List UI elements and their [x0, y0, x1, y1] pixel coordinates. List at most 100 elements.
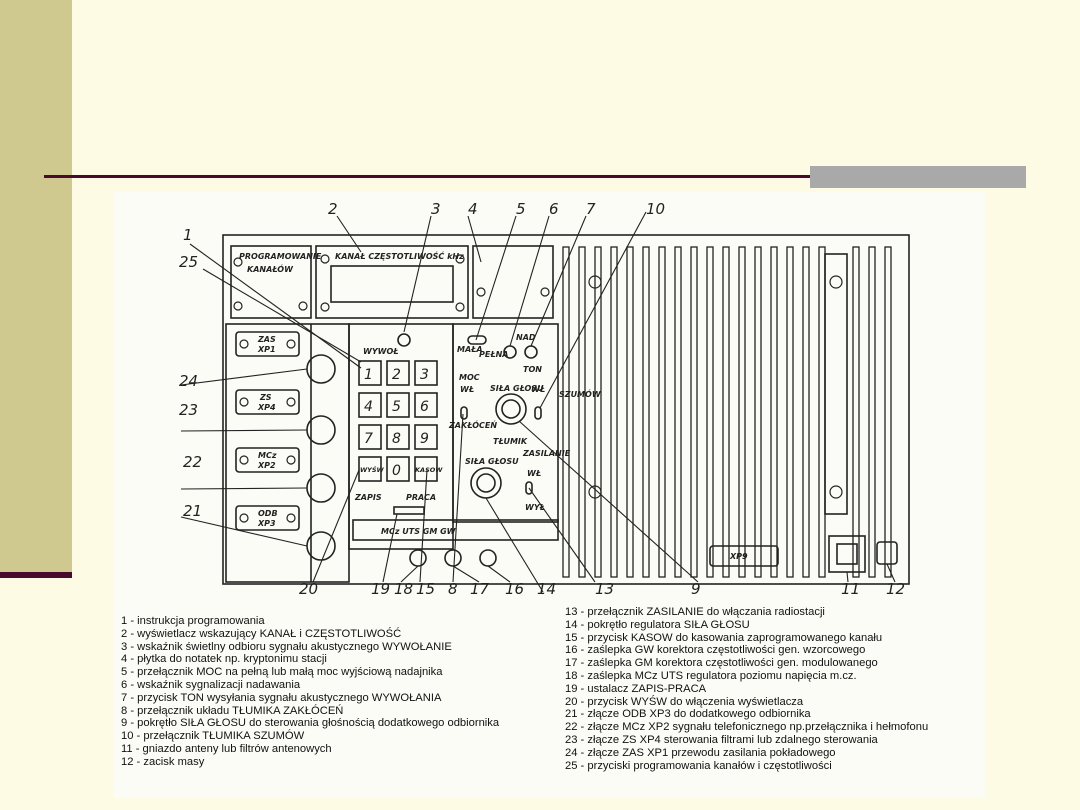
legend-item: 7 - przycisk TON wysyłania sygnału akust…: [121, 691, 442, 704]
label-xp2: XP2: [257, 461, 276, 470]
label-xp1: XP1: [257, 345, 276, 354]
label-sila-glosu-upper: SIŁA GŁOSU: [490, 384, 544, 393]
legend-item: 2 - wyświetlacz wskazujący KANAŁ i CZĘST…: [121, 627, 402, 640]
legend-item: 25 - przyciski programowania kanałów i c…: [565, 759, 832, 772]
legend-item: 13 - przełącznik ZASILANIE do włączania …: [565, 606, 825, 618]
callout-number: 12: [886, 580, 905, 598]
label-tlumik: TŁUMIK: [493, 437, 528, 446]
keypad-key: 9: [420, 431, 429, 447]
label-xp3: XP3: [257, 519, 276, 528]
panel-outline: [222, 234, 910, 585]
callout-number: 20: [299, 580, 318, 598]
legend-item: 18 - zaślepka MCz UTS regulatora poziomu…: [565, 669, 857, 682]
callout-number: 1: [183, 226, 193, 244]
label-wl-zasilanie: WŁ: [527, 469, 541, 478]
label-mcz: MCz: [258, 451, 277, 460]
legend-item: 11 - gniazdo anteny lub filtrów antenowy…: [121, 742, 332, 755]
label-moc: MOC: [459, 373, 480, 382]
label-wl-tlumik: WŁ: [460, 385, 474, 394]
legend-item: 15 - przycisk KASOW do kasowania zaprogr…: [565, 631, 883, 644]
label-zasilanie: ZASILANIE: [522, 449, 571, 458]
callout-number: 9: [691, 580, 701, 598]
callout-number: 11: [841, 580, 860, 598]
legend-list-right: 13 - przełącznik ZASILANIE do włączania …: [565, 606, 928, 772]
legend-item: 20 - przycisk WYŚW do włączenia wyświetl…: [565, 695, 804, 708]
callout-number: 13: [595, 580, 614, 598]
callout-number: 14: [537, 580, 556, 598]
keypad-key: 8: [392, 431, 401, 447]
label-zapis: ZAPIS: [354, 493, 382, 502]
callout-number: 21: [183, 502, 202, 520]
keypad-key: 1: [364, 367, 373, 383]
label-odb: ODB: [258, 509, 278, 518]
keypad-key: 4: [364, 399, 373, 415]
callout-number: 2: [328, 200, 338, 218]
keypad-key-wysw: WYŚW: [360, 465, 385, 474]
legend-item: 1 - instrukcja programowania: [121, 615, 265, 627]
legend-item: 22 - złącze MCz XP2 sygnału telefoniczne…: [565, 721, 929, 734]
legend-item: 9 - pokrętło SIŁA GŁOSU do sterowania gł…: [121, 717, 500, 730]
legend-item: 19 - ustalacz ZAPIS-PRACA: [565, 682, 707, 695]
radio-front-panel-drawing: 1 2 3 4 5 6 7 10 25 24 23 22 21 20 19 18…: [179, 200, 910, 598]
callout-number: 8: [448, 580, 458, 598]
keypad-key: 6: [420, 399, 429, 415]
label-wyl: WYŁ: [525, 503, 545, 512]
legend-item: 23 - złącze ZS XP4 sterowania filtrami l…: [565, 733, 878, 746]
legend-item: 16 - zaślepka GW korektora częstotliwośc…: [565, 644, 866, 657]
label-wl-szumow: WŁ: [531, 385, 545, 394]
callout-number: 3: [431, 200, 441, 218]
keypad-key: 3: [420, 367, 429, 383]
callout-number: 22: [183, 453, 202, 471]
callout-number: 25: [179, 253, 198, 271]
legend-item: 6 - wskaźnik sygnalizacji nadawania: [121, 678, 301, 691]
label-nad: NAD: [516, 333, 536, 342]
legend-item: 24 - złącze ZAS XP1 przewodu zasilania p…: [565, 746, 836, 759]
callout-number: 15: [416, 580, 435, 598]
label-szumow: SZUMÓW: [559, 388, 602, 399]
callout-number: 7: [586, 200, 596, 218]
legend-item: 8 - przełącznik układu TŁUMIKA ZAKŁÓCEŃ: [121, 704, 344, 717]
label-mala: MAŁA: [457, 345, 483, 354]
callout-number: 4: [468, 200, 478, 218]
callout-number: 23: [179, 401, 198, 419]
label-kanal-czestotliwosc: KANAŁ CZĘSTOTLIWOŚĆ kHz: [335, 250, 464, 261]
label-praca: PRACA: [406, 493, 436, 502]
label-zaklocen: ZAKŁÓCEŃ: [448, 419, 497, 430]
keypad-key: 5: [392, 399, 401, 415]
label-kanalow: KANAŁÓW: [247, 263, 294, 274]
slide-sidebar: [0, 0, 72, 578]
label-wywol: WYWOŁ: [363, 347, 399, 356]
label-pelna: PEŁNA: [479, 350, 509, 359]
legend-item: 17 - zaślepka GM korektora częstotliwośc…: [565, 657, 878, 670]
legend-item: 5 - przełącznik MOC na pełną lub małą mo…: [121, 666, 443, 679]
title-divider-rule: [44, 175, 1026, 178]
keypad-key: 7: [364, 431, 373, 447]
legend-item: 14 - pokrętło regulatora SIŁA GŁOSU: [565, 618, 750, 631]
callout-number: 19: [371, 580, 390, 598]
keypad-key: 2: [392, 367, 401, 383]
legend-item: 3 - wskaźnik świetlny odbioru sygnału ak…: [121, 640, 452, 653]
legend-item: 10 - przełącznik TŁUMIKA SZUMÓW: [121, 730, 305, 743]
callout-number: 24: [179, 372, 198, 390]
label-ton: TON: [523, 365, 542, 374]
keypad-key-kasow: KASOW: [415, 466, 443, 474]
legend-list-left: 1 - instrukcja programowania 2 - wyświet…: [121, 615, 499, 769]
label-sila-glosu-lower: SIŁA GŁOSU: [465, 457, 519, 466]
callout-number: 6: [549, 200, 559, 218]
callout-number: 10: [646, 200, 665, 218]
legend-item: 4 - płytka do notatek np. kryptonimu sta…: [121, 653, 327, 666]
label-xp4: XP4: [257, 403, 276, 412]
callout-number: 18: [394, 580, 413, 598]
label-bottom-strip: MCz UTS GM GW: [381, 527, 457, 536]
radio-panel-figure: 1 2 3 4 5 6 7 10 25 24 23 22 21 20 19 18…: [113, 192, 985, 798]
callout-number: 16: [505, 580, 524, 598]
legend-item: 12 - zacisk masy: [121, 755, 205, 768]
callout-number: 5: [516, 200, 526, 218]
label-zs: ZS: [259, 393, 272, 402]
label-xp9: XP9: [729, 552, 748, 561]
callout-number: 17: [470, 580, 490, 598]
keypad-key: 0: [392, 463, 401, 479]
legend-item: 21 - złącze ODB XP3 do dodatkowego odbio…: [565, 708, 811, 721]
label-zas: ZAS: [257, 335, 276, 344]
title-divider-accent: [810, 166, 1026, 188]
